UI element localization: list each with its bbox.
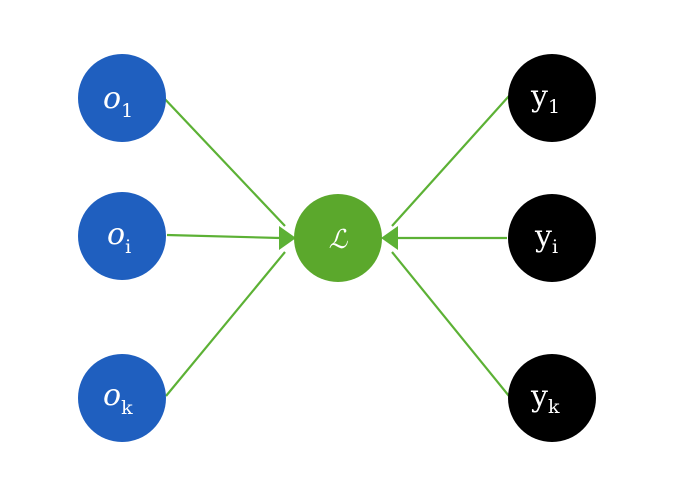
- node-ok-label: ok: [103, 378, 133, 419]
- node-ok-circle: [78, 354, 166, 442]
- node-o1-circle: [78, 54, 166, 142]
- node-y1-label: y1: [530, 79, 560, 118]
- node-yk: yk: [508, 354, 596, 442]
- node-yi-circle: [508, 194, 596, 282]
- node-loss: ℒ: [294, 194, 382, 282]
- node-ok: ok: [78, 354, 166, 442]
- edge-y1-to-loss: [391, 95, 510, 227]
- edge-ok-to-loss: [165, 251, 286, 397]
- node-yi-label: yi: [534, 219, 558, 258]
- node-y1-circle: [508, 54, 596, 142]
- node-yk-circle: [508, 354, 596, 442]
- node-o1: o1: [78, 54, 166, 142]
- node-loss-circle: [294, 194, 382, 282]
- node-loss-label: ℒ: [329, 225, 349, 255]
- node-yk-label: yk: [530, 379, 560, 418]
- node-oi: oi: [78, 192, 166, 280]
- edge-o1-to-loss: [161, 95, 286, 227]
- arrowhead-right: [381, 226, 398, 250]
- node-y1: y1: [508, 54, 596, 142]
- arrowhead-left: [279, 226, 296, 250]
- node-oi-circle: [78, 192, 166, 280]
- edge-yk-to-loss: [391, 251, 510, 397]
- node-yi: yi: [508, 194, 596, 282]
- node-oi-label: oi: [107, 217, 131, 258]
- edge-oi-to-loss: [166, 233, 281, 240]
- node-o1-label: o1: [103, 81, 133, 122]
